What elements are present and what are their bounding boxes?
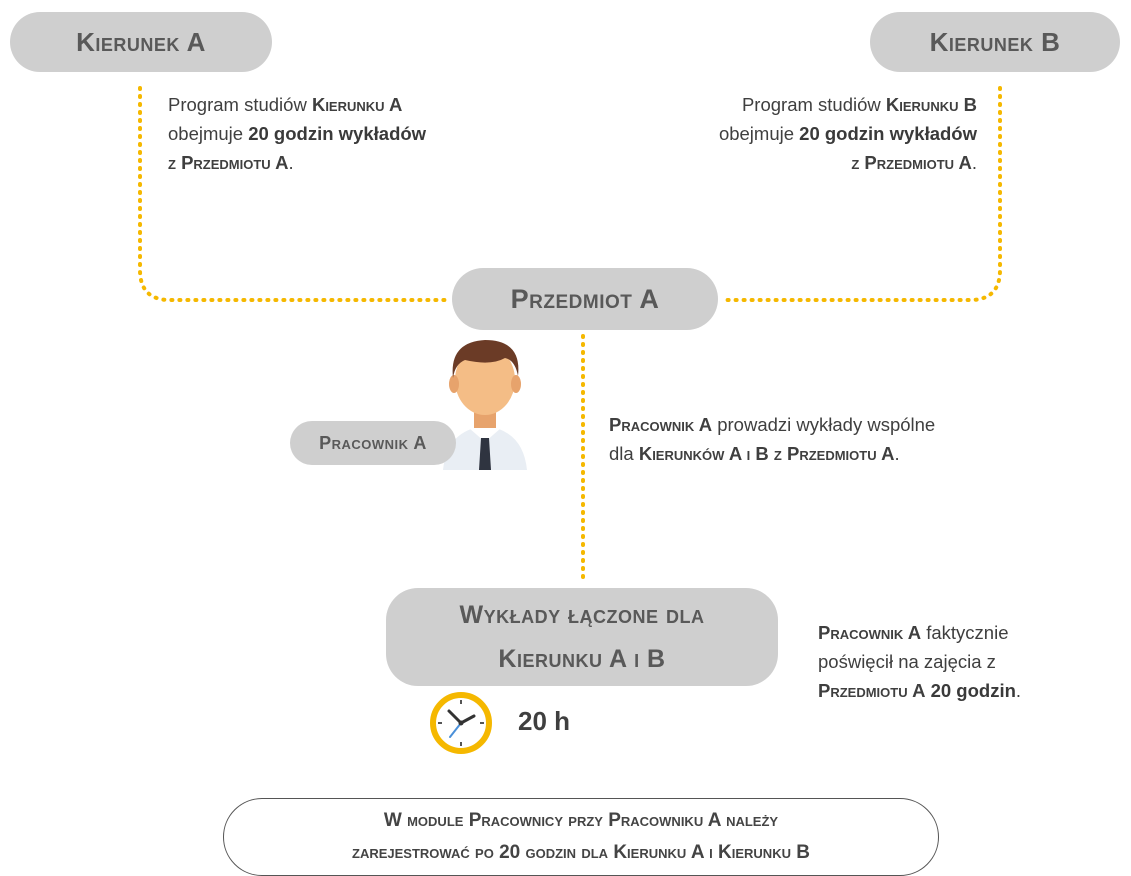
note-a-text-2: obejmuje [168,123,249,144]
hours-value: 20 h [518,706,571,736]
note-b-text-1: Program studiów [741,94,886,115]
note-b-kierunek: Kierunku B [885,94,977,115]
przedmiot-a-label: Przedmiot A [510,283,660,314]
note-kierunek-b: Program studiów Kierunku B obejmuje 20 g… [719,90,977,177]
note-faktycznie: Pracownik A faktycznie poświęcił na zaję… [818,618,1021,705]
note-fakt-name: Pracownik A [818,622,922,643]
pracownik-a-label: Pracownik A [319,432,427,453]
wyklady-laczone-node: Wykłady łączone dla Kierunku A i B [386,588,778,686]
note-fakt-hours: 20 godzin [925,680,1016,701]
kierunek-b-node: Kierunek B [870,12,1120,72]
note-fakt-text-1: faktycznie [921,622,1009,643]
note-a-przedmiot: z Przedmiotu A [168,152,289,173]
note-a-period: . [288,152,294,173]
note-b-przedmiot: z Przedmiotu A [851,152,972,173]
pracownik-a-node: Pracownik A [290,421,456,465]
note-pracownik-text-2: dla [609,443,639,464]
clock-icon [430,692,492,754]
note-a-text-1: Program studiów [168,94,312,115]
note-b-period: . [971,152,977,173]
footer-note: W module Pracownicy przy Pracowniku A na… [223,798,939,876]
note-pracownik-kierunki: Kierunków A i B z Przedmiotu A [638,443,895,464]
kierunek-b-label: Kierunek B [929,26,1061,57]
note-b-hours: 20 godzin wykładów [799,123,977,144]
kierunek-a-node: Kierunek A [10,12,272,72]
note-fakt-text-2: poświęcił na zajęcia z [818,651,996,672]
note-a-hours: 20 godzin wykładów [248,123,427,144]
connector-kierunek-b [720,86,1002,302]
connector-kierunek-a [138,86,450,302]
note-pracownik-text-1: prowadzi wykłady wspólne [712,414,936,435]
note-kierunek-a: Program studiów Kierunku A obejmuje 20 g… [168,90,426,177]
note-b-text-2: obejmuje [718,123,800,144]
wyklady-label-line-1: Wykłady łączone dla [459,601,705,629]
footer-line-1: W module Pracownicy przy Pracowniku A na… [383,810,779,831]
person-icon [443,340,527,470]
kierunek-a-label: Kierunek A [76,26,206,57]
note-pracownik-period: . [894,443,900,464]
footer-line-2: zarejestrować po 20 godzin dla Kierunku … [352,842,810,863]
note-pracownik: Pracownik A prowadzi wykłady wspólne dla… [609,410,935,468]
note-a-kierunek: Kierunku A [311,94,403,115]
note-fakt-period: . [1015,680,1022,701]
note-fakt-przedmiot: Przedmiotu A [818,680,926,701]
note-pracownik-name: Pracownik A [609,414,713,435]
przedmiot-a-node: Przedmiot A [452,268,718,330]
wyklady-label-line-2: Kierunku A i B [498,645,666,673]
